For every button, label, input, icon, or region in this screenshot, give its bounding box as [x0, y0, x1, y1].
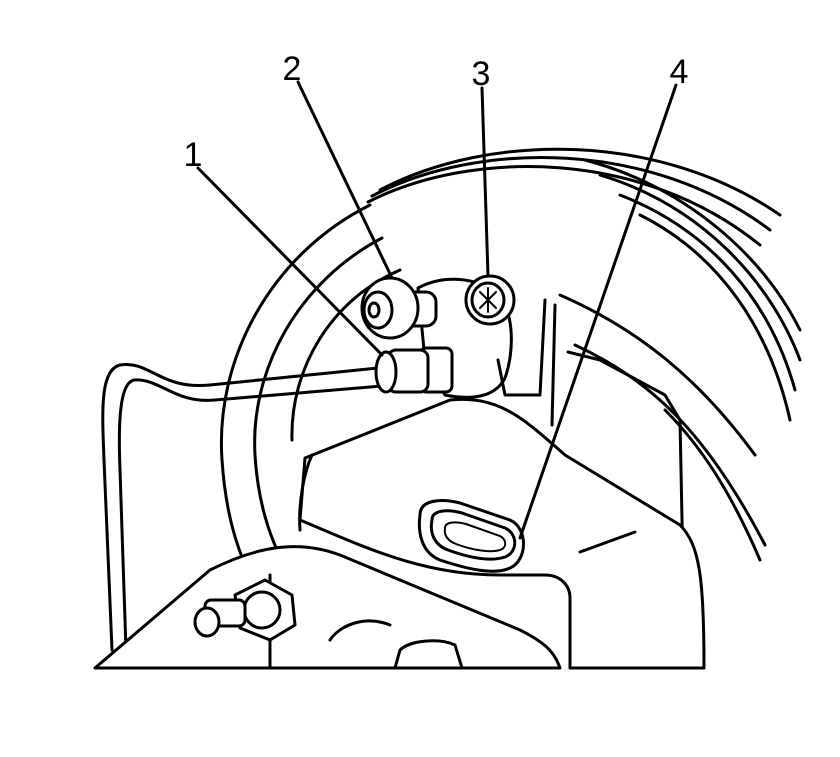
caliper-bracket: [496, 298, 687, 670]
callout-1: 1: [184, 136, 203, 174]
brake-line-fitting: [374, 346, 454, 394]
brake-pipe: [101, 362, 384, 652]
leader-line-2: [296, 80, 394, 280]
caliper-housing: [298, 397, 706, 670]
leader-line-1: [196, 166, 384, 357]
mounting-bracket: [93, 545, 562, 670]
inspection-slot: [417, 499, 525, 573]
mounting-bolt: [193, 578, 297, 642]
brake-rotor: [219, 147, 802, 602]
leader-lines: [196, 80, 678, 540]
bleeder-valve: [360, 276, 438, 340]
leader-line-4: [518, 83, 678, 540]
callout-labels: 1 2 3 4: [184, 50, 689, 174]
caliper-bolt: [464, 274, 516, 326]
mounting-bolt-lower: [393, 639, 464, 670]
leader-line-3: [480, 86, 490, 278]
callout-4: 4: [670, 53, 689, 91]
callout-3: 3: [472, 55, 491, 93]
caliper-fitting-block: [360, 274, 516, 399]
callout-2: 2: [283, 50, 302, 88]
